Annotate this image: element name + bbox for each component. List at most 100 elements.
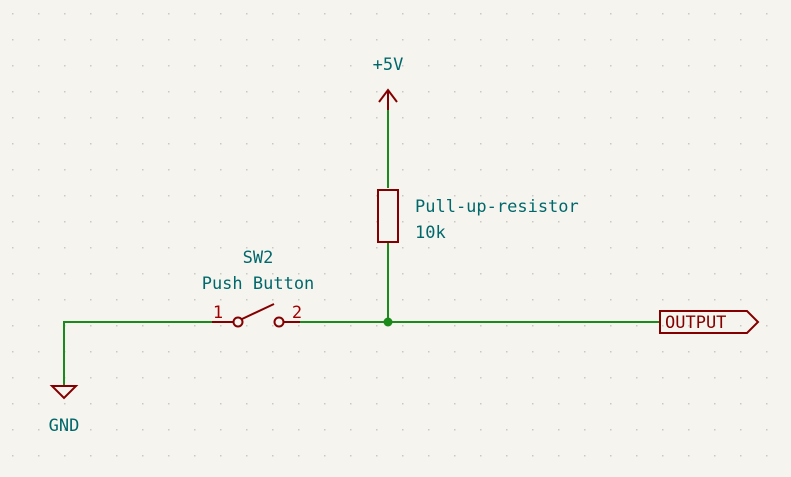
grid-dot (766, 221, 768, 223)
grid-dot (766, 117, 768, 119)
grid-dot (142, 169, 144, 171)
grid-dot (272, 65, 274, 67)
grid-dot (714, 299, 716, 301)
grid-dot (194, 247, 196, 249)
grid-dot (38, 247, 40, 249)
grid-dot (220, 351, 222, 353)
grid-dot (688, 169, 690, 171)
grid-dot (142, 273, 144, 275)
grid-dot (38, 143, 40, 145)
grid-dot (90, 351, 92, 353)
grid-dot (194, 403, 196, 405)
grid-dot (246, 377, 248, 379)
grid-dot (220, 429, 222, 431)
grid-dot (376, 195, 378, 197)
grid-dot (740, 91, 742, 93)
grid-dot (662, 247, 664, 249)
output-label-flag[interactable]: OUTPUT (659, 310, 760, 334)
grid-dot (532, 429, 534, 431)
power-symbol-5v[interactable]: +5V (373, 55, 404, 110)
grid-dot (428, 143, 430, 145)
grid-dot (116, 221, 118, 223)
grid-dot (116, 143, 118, 145)
grid-dot (584, 65, 586, 67)
grid-dot (740, 403, 742, 405)
grid-dot (662, 39, 664, 41)
grid-dot (116, 273, 118, 275)
grid-dot (662, 195, 664, 197)
grid-dot (610, 195, 612, 197)
grid-dot (272, 299, 274, 301)
grid-dot (636, 377, 638, 379)
grid-dot (142, 117, 144, 119)
grid-dot (194, 117, 196, 119)
grid-dot (90, 455, 92, 457)
grid-dot (168, 351, 170, 353)
grid-dot (740, 351, 742, 353)
grid-dot (12, 65, 14, 67)
grid-dot (90, 221, 92, 223)
grid-dot (376, 91, 378, 93)
grid-dot (402, 65, 404, 67)
grid-dot (12, 221, 14, 223)
grid-dot (662, 299, 664, 301)
grid-dot (220, 325, 222, 327)
grid-dot (454, 377, 456, 379)
grid-dot (324, 13, 326, 15)
grid-dot (506, 39, 508, 41)
grid-dot (532, 65, 534, 67)
grid-dot (402, 403, 404, 405)
grid-dot (506, 221, 508, 223)
grid-dot (142, 247, 144, 249)
grid-dot (766, 65, 768, 67)
grid-dot (376, 377, 378, 379)
grid-dot (38, 429, 40, 431)
grid-dot (38, 403, 40, 405)
switch-push-button[interactable]: 1 2 SW2 Push Button (202, 248, 315, 328)
grid-dot (220, 299, 222, 301)
wire-ground[interactable] (63, 321, 212, 386)
grid-dot (766, 13, 768, 15)
grid-dot (558, 351, 560, 353)
grid-dot (532, 455, 534, 457)
grid-dot (428, 39, 430, 41)
grid-dot (558, 221, 560, 223)
output-flag-shape (659, 310, 760, 334)
grid-dot (740, 455, 742, 457)
grid-dot (272, 91, 274, 93)
grid-dot (532, 325, 534, 327)
grid-dot (740, 65, 742, 67)
grid-dot (766, 273, 768, 275)
grid-dot (740, 169, 742, 171)
grid-dot (584, 195, 586, 197)
grid-dot (350, 65, 352, 67)
resistor-pull-up[interactable]: Pull-up-resistor 10k (377, 189, 579, 243)
grid-dot (376, 403, 378, 405)
grid-dot (636, 247, 638, 249)
grid-dot (584, 247, 586, 249)
grid-dot (12, 169, 14, 171)
ground-label: GND (49, 416, 80, 436)
grid-dot (584, 39, 586, 41)
grid-dot (740, 195, 742, 197)
grid-dot (272, 39, 274, 41)
grid-dot (506, 247, 508, 249)
grid-dot (428, 13, 430, 15)
grid-dot (740, 429, 742, 431)
grid-dot (90, 195, 92, 197)
grid-dot (116, 351, 118, 353)
grid-dot (740, 377, 742, 379)
grid-dot (454, 195, 456, 197)
grid-dot (480, 455, 482, 457)
ground-symbol[interactable]: GND (49, 385, 80, 436)
grid-dot (168, 403, 170, 405)
resistor-name: Pull-up-resistor (415, 197, 579, 217)
grid-dot (688, 429, 690, 431)
grid-dot (714, 351, 716, 353)
grid-dot (298, 403, 300, 405)
grid-dot (64, 403, 66, 405)
grid-dot (402, 377, 404, 379)
grid-dot (142, 195, 144, 197)
grid-dot (142, 221, 144, 223)
